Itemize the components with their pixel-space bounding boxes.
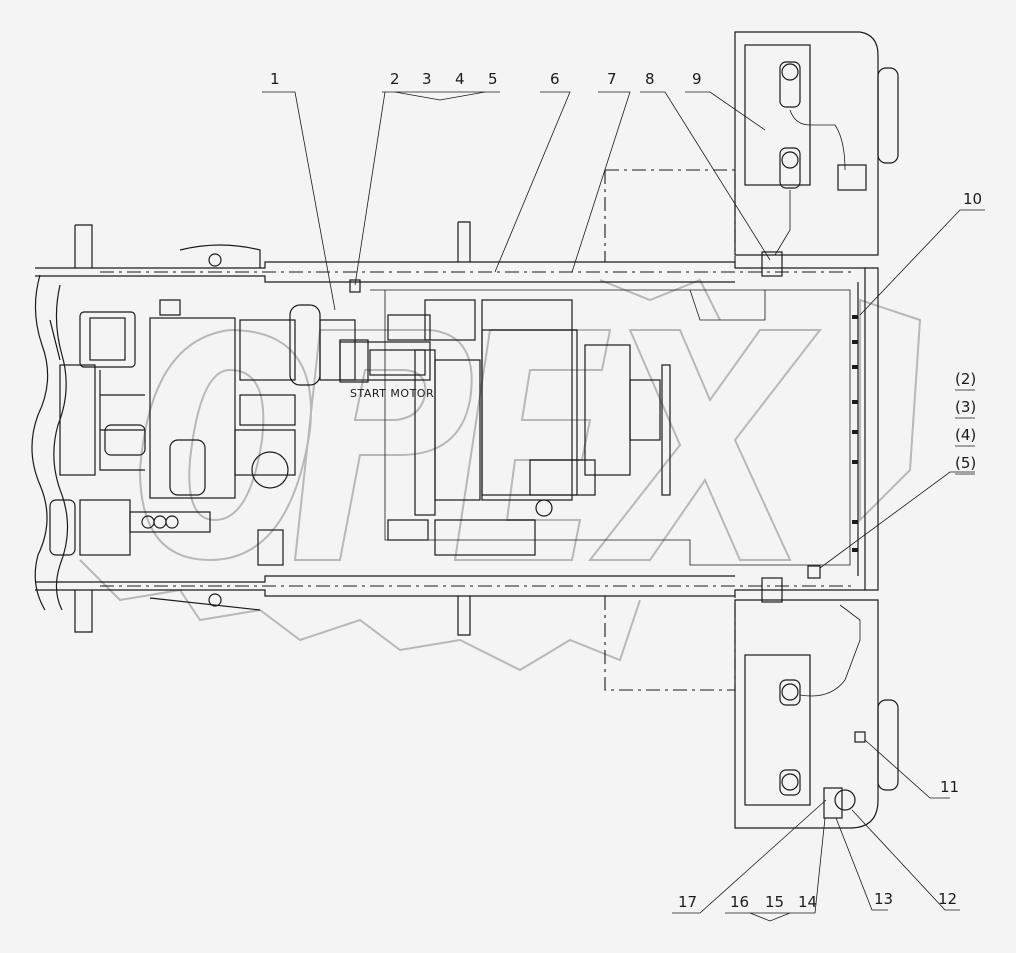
callout-14: 14	[798, 893, 817, 911]
callout-17: 17	[678, 893, 697, 911]
callout-9: 9	[692, 70, 702, 88]
battery-box-bottom	[734, 599, 899, 829]
callout-1: 1	[270, 70, 280, 88]
callout-bracket-4: (4)	[955, 426, 976, 444]
start-motor	[339, 339, 431, 383]
callout-5: 5	[488, 70, 498, 88]
callout-7: 7	[607, 70, 617, 88]
callout-10: 10	[963, 190, 982, 208]
callout-4: 4	[455, 70, 465, 88]
callout-2: 2	[390, 70, 400, 88]
frame-break-left	[31, 274, 69, 611]
callout-6: 6	[550, 70, 560, 88]
engine-assembly	[49, 299, 356, 566]
chassis-frame	[35, 221, 879, 636]
callout-3: 3	[422, 70, 432, 88]
callout-bracket-2: (2)	[955, 370, 976, 388]
callout-bracket-5: (5)	[955, 454, 976, 472]
right-connectors	[349, 251, 858, 603]
callout-13: 13	[874, 890, 893, 908]
callout-15: 15	[765, 893, 784, 911]
battery-box-top	[734, 31, 899, 256]
callout-12: 12	[938, 890, 957, 908]
watermark-logo	[79, 278, 922, 672]
callout-8: 8	[645, 70, 655, 88]
callout-bracket-3: (3)	[955, 398, 976, 416]
callout-11: 11	[940, 778, 959, 796]
callout-16: 16	[730, 893, 749, 911]
transmission-assembly	[387, 299, 671, 556]
leader-lines	[262, 91, 985, 922]
start-motor-label: START MOTOR	[350, 387, 434, 400]
